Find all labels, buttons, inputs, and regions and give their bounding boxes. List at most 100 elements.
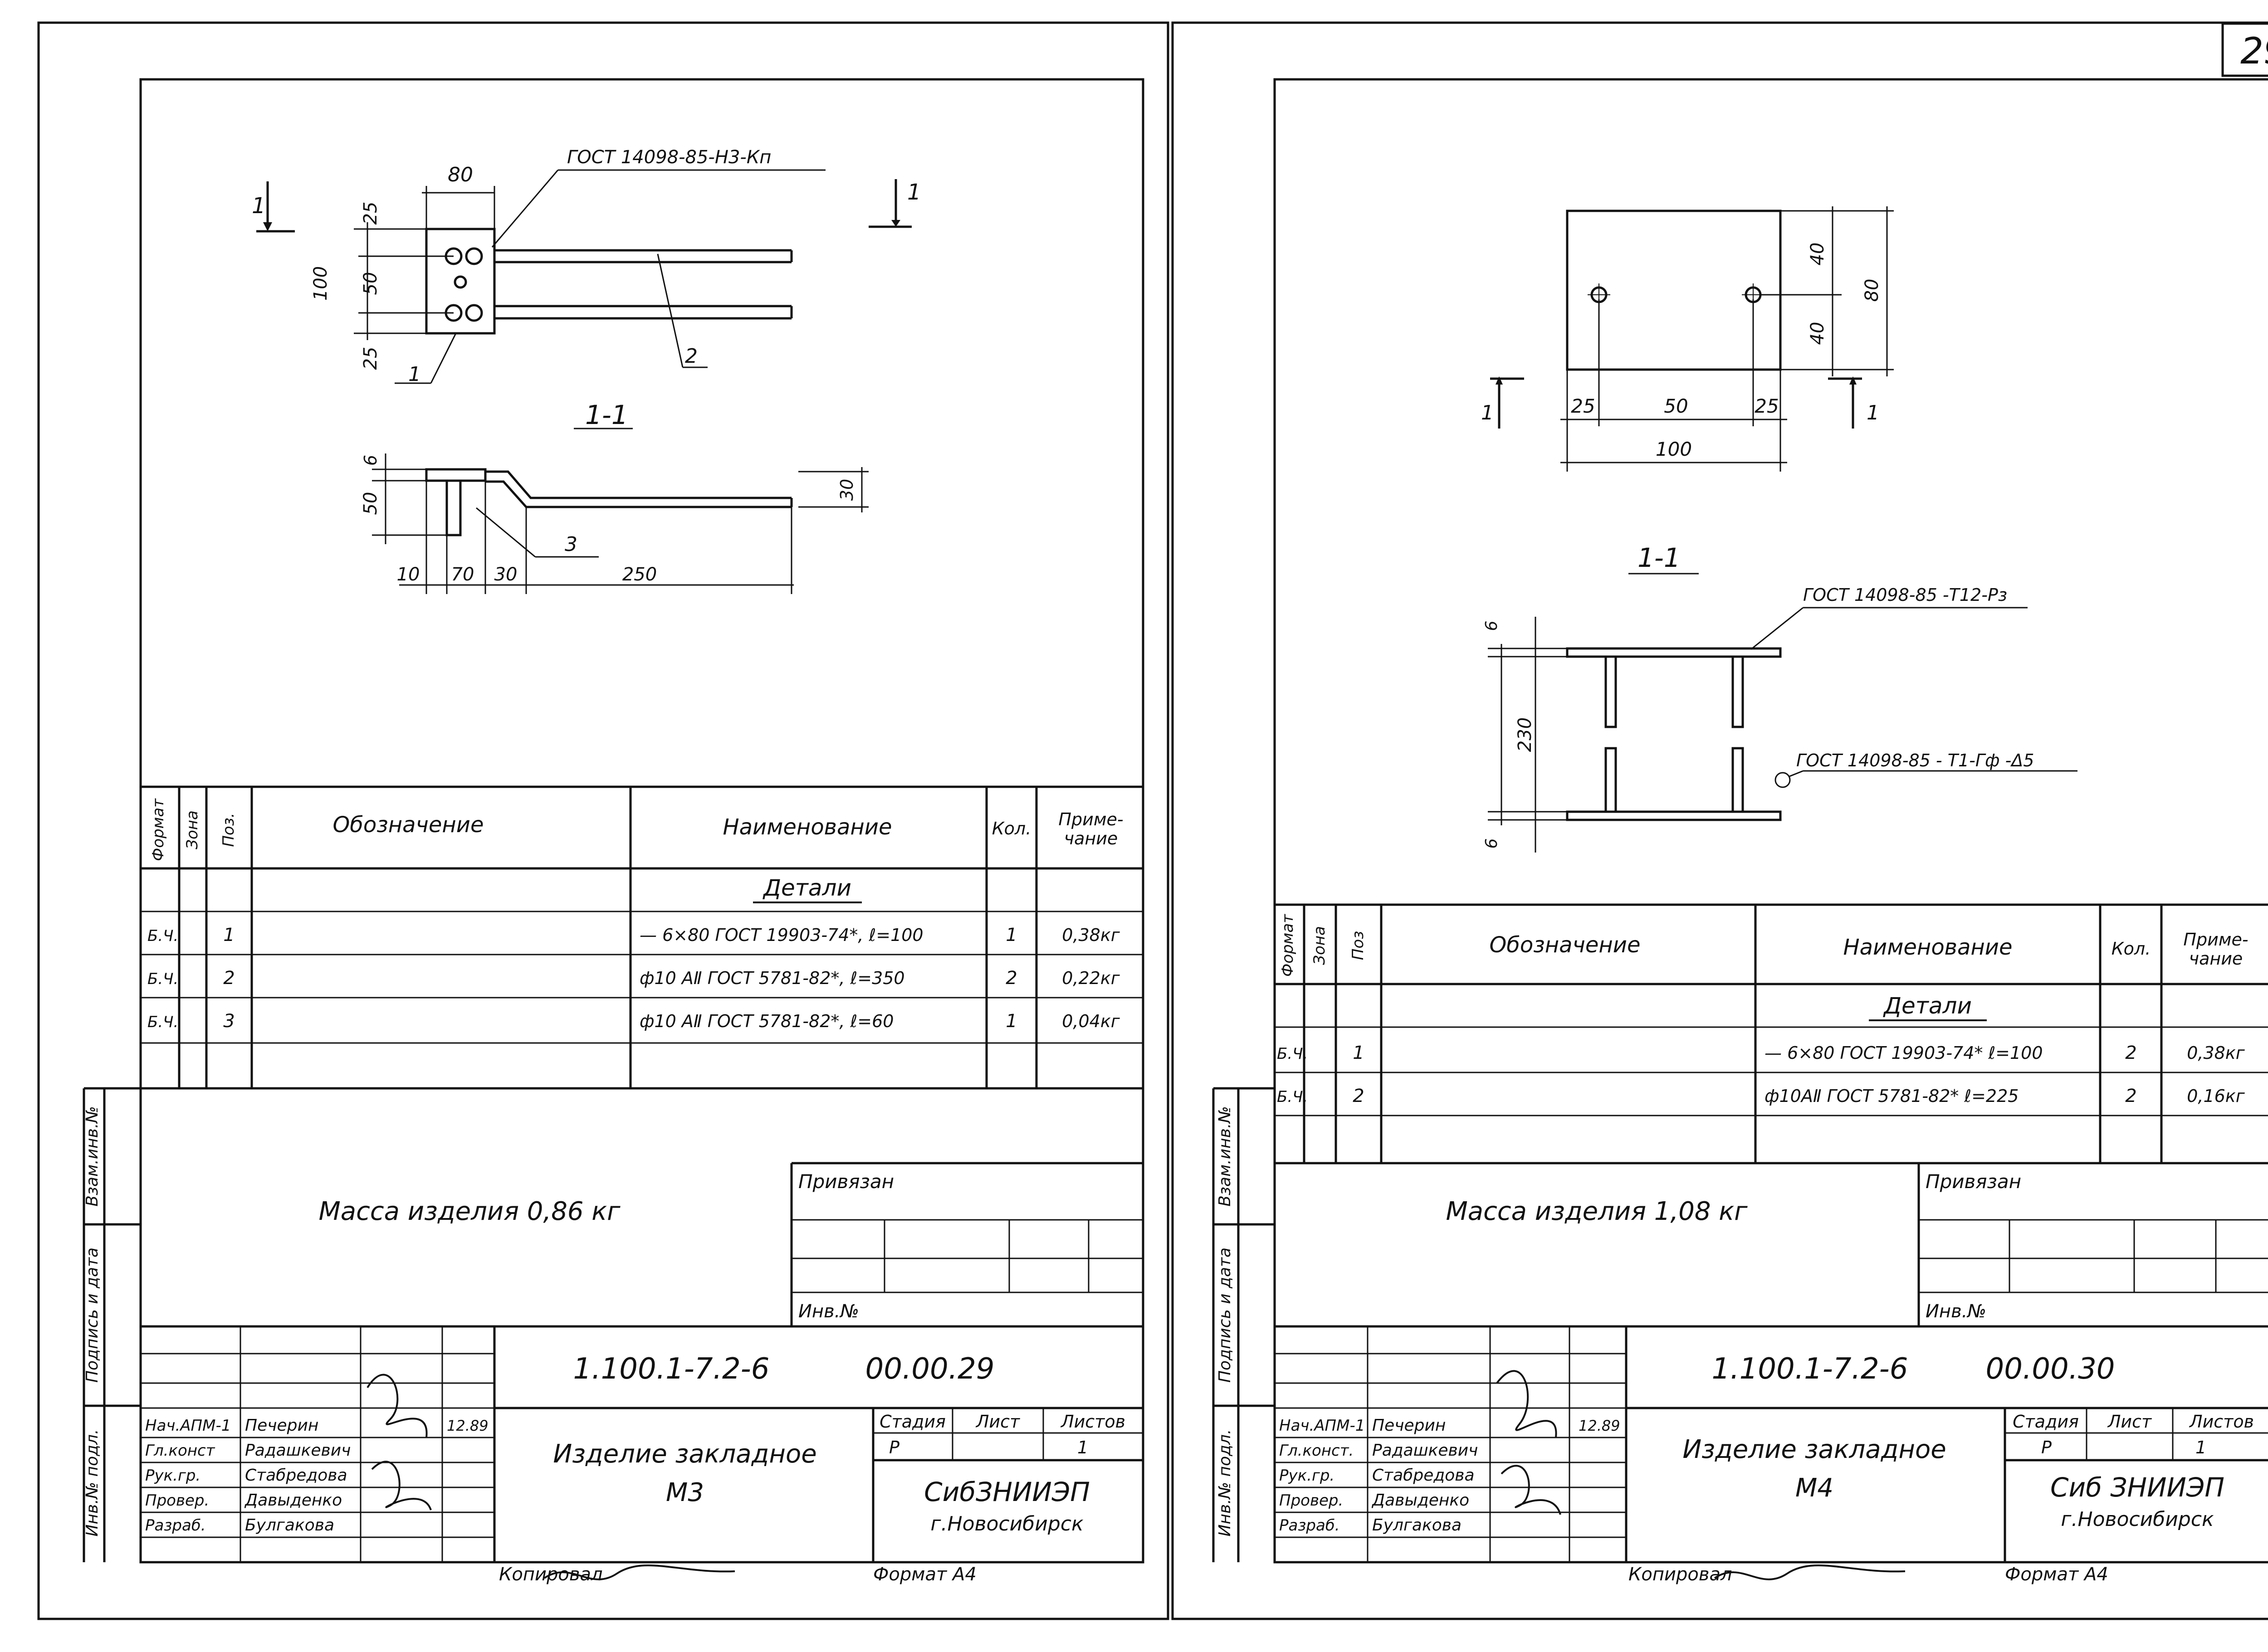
side-inv-right: Инв.№ подл.: [1216, 1429, 1234, 1537]
callout-1: 1: [408, 363, 421, 386]
dim-6-left: 6: [361, 455, 381, 466]
dim-25-top: 25: [360, 202, 381, 225]
name-right-1: Радашкевич: [1372, 1441, 1478, 1460]
title-right-2: М4: [1795, 1473, 1833, 1503]
dim-25-b: 25: [1755, 395, 1779, 417]
role-right-1: Гл.конст.: [1279, 1442, 1354, 1460]
spec-row1-name: — 6×80 ГОСТ 19903-74*, ℓ=100: [640, 925, 924, 945]
name-left-4: Булгакова: [245, 1516, 334, 1535]
spec-row3-qty: 1: [1006, 1011, 1017, 1032]
doc-num-right: 00.00.30: [1986, 1352, 2115, 1386]
spec-r-row2-pos: 2: [1353, 1086, 1364, 1106]
spec-row2-note: 0,22кг: [1062, 968, 1120, 988]
spec-row1-note: 0,38кг: [1062, 925, 1120, 945]
role-right-3: Провер.: [1279, 1491, 1343, 1510]
stage-right: Р: [2041, 1438, 2052, 1457]
doc-code-right: 1.100.1-7.2-6: [1712, 1352, 1908, 1386]
spec-r-h-zone: Зона: [1310, 926, 1329, 965]
dim-40-bottom: 40: [1807, 322, 1828, 345]
spec-row3-note: 0,04кг: [1062, 1011, 1120, 1031]
dim-30-rise: 30: [837, 479, 857, 501]
spec-r-row1-name: — 6×80 ГОСТ 19903-74* ℓ=100: [1765, 1043, 2043, 1063]
gost-top-left: ГОСТ 14098-85-Н3-Кп: [567, 147, 771, 168]
title-right-1: Изделие закладное: [1682, 1435, 1946, 1464]
inv-no-right: Инв.№: [1926, 1301, 1986, 1322]
doc-code-left: 1.100.1-7.2-6: [573, 1352, 770, 1386]
stage-label-right: Стадия: [2013, 1412, 2079, 1432]
section-marker-left-a: 1: [252, 193, 266, 219]
gost-right-a: ГОСТ 14098-85 -Т12-Рз: [1803, 585, 2007, 605]
sheets-right: 1: [2195, 1438, 2206, 1457]
role-left-2: Рук.гр.: [145, 1467, 200, 1485]
dim-50-section: 50: [360, 492, 381, 515]
city-left: г.Новосибирск: [930, 1512, 1084, 1535]
spec-r-h-designation: Обозначение: [1489, 932, 1640, 958]
copied-left: Копировал: [499, 1564, 603, 1585]
sheet-label-left: Лист: [975, 1412, 1021, 1432]
spec-r-row2-format: Б.Ч.: [1277, 1088, 1308, 1106]
spec-h-name: Наименование: [723, 814, 892, 840]
spec-r-h-format: Формат: [1279, 914, 1297, 977]
page-number: 29: [2240, 30, 2268, 72]
dim-80-right: 80: [1862, 279, 1882, 302]
spec-r-row1-qty: 2: [2125, 1043, 2136, 1063]
doc-num-left: 00.00.29: [865, 1352, 995, 1386]
spec-r-row1-note: 0,38кг: [2187, 1043, 2245, 1063]
spec-r-row1-pos: 1: [1353, 1043, 1364, 1063]
privyazan-right: Привязан: [1926, 1170, 2021, 1193]
spec-h-format: Формат: [149, 798, 167, 861]
side-vzam-right: Взам.инв.№: [1216, 1106, 1234, 1207]
dim-10: 10: [397, 564, 420, 585]
name-left-0: Печерин: [245, 1416, 318, 1435]
title-left-2: М3: [666, 1478, 704, 1507]
city-right: г.Новосибирск: [2061, 1508, 2214, 1531]
spec-h-designation: Обозначение: [332, 812, 484, 838]
name-right-3: Давыденко: [1371, 1491, 1469, 1510]
role-left-4: Разраб.: [145, 1516, 206, 1535]
spec-row3-pos: 3: [223, 1011, 235, 1032]
privyazan-left: Привязан: [798, 1170, 894, 1193]
role-left-3: Провер.: [145, 1491, 209, 1510]
name-left-2: Стабредова: [245, 1466, 347, 1485]
spec-row3-name: ф10 АⅡ ГОСТ 5781-82*, ℓ=60: [640, 1011, 894, 1031]
spec-r-row1-format: Б.Ч.: [1277, 1045, 1308, 1063]
spec-r-row2-note: 0,16кг: [2187, 1086, 2245, 1106]
org-left: СибЗНИИЭП: [924, 1477, 1090, 1507]
sheets-label-right: Листов: [2189, 1412, 2254, 1432]
name-right-0: Печерин: [1372, 1416, 1446, 1435]
date-right: 12.89: [1579, 1417, 1620, 1434]
callout-3: 3: [565, 533, 577, 556]
dim-6-right-bottom: 6: [1482, 838, 1501, 849]
sheets-label-left: Листов: [1060, 1412, 1125, 1432]
spec-r-h-name: Наименование: [1843, 935, 2012, 960]
dim-6-right-top: 6: [1482, 621, 1501, 631]
dim-230: 230: [1515, 717, 1535, 752]
spec-row1-format: Б.Ч.: [147, 927, 178, 945]
format-right: Формат А4: [2005, 1564, 2108, 1585]
dim-30: 30: [494, 564, 518, 585]
spec-h-qty: Кол.: [992, 819, 1031, 838]
date-left: 12.89: [447, 1417, 489, 1434]
side-podpis-left: Подпись и дата: [83, 1248, 102, 1383]
plate-m4-top: [1566, 210, 1782, 371]
side-inv-left: Инв.№ подл.: [83, 1429, 102, 1537]
stage-left: Р: [889, 1438, 899, 1457]
copied-right: Копировал: [1628, 1564, 1732, 1585]
spec-row2-format: Б.Ч.: [147, 970, 178, 988]
role-right-0: Нач.АПМ-1: [1279, 1417, 1365, 1435]
spec-row2-name: ф10 АⅡ ГОСТ 5781-82*, ℓ=350: [640, 968, 905, 988]
section-title-left: 1-1: [585, 400, 628, 430]
inv-no-left: Инв.№: [798, 1301, 859, 1322]
spec-r-h-qty: Кол.: [2112, 939, 2151, 959]
section-marker-right-a: 1: [1481, 401, 1494, 424]
spec-row2-qty: 2: [1006, 968, 1017, 989]
spec-r-h-pos: Поз: [1349, 931, 1367, 960]
spec-h-pos: Поз.: [220, 813, 238, 847]
role-left-1: Гл.конст: [145, 1442, 215, 1460]
mass-right: Масса изделия 1,08 кг: [1446, 1197, 1748, 1226]
spec-r-row2-name: ф10АⅡ ГОСТ 5781-82* ℓ=225: [1765, 1086, 2019, 1106]
name-right-4: Булгакова: [1372, 1516, 1461, 1535]
org-right: Сиб ЗНИИЭП: [2050, 1472, 2224, 1503]
sheet-label-right: Лист: [2107, 1412, 2152, 1432]
